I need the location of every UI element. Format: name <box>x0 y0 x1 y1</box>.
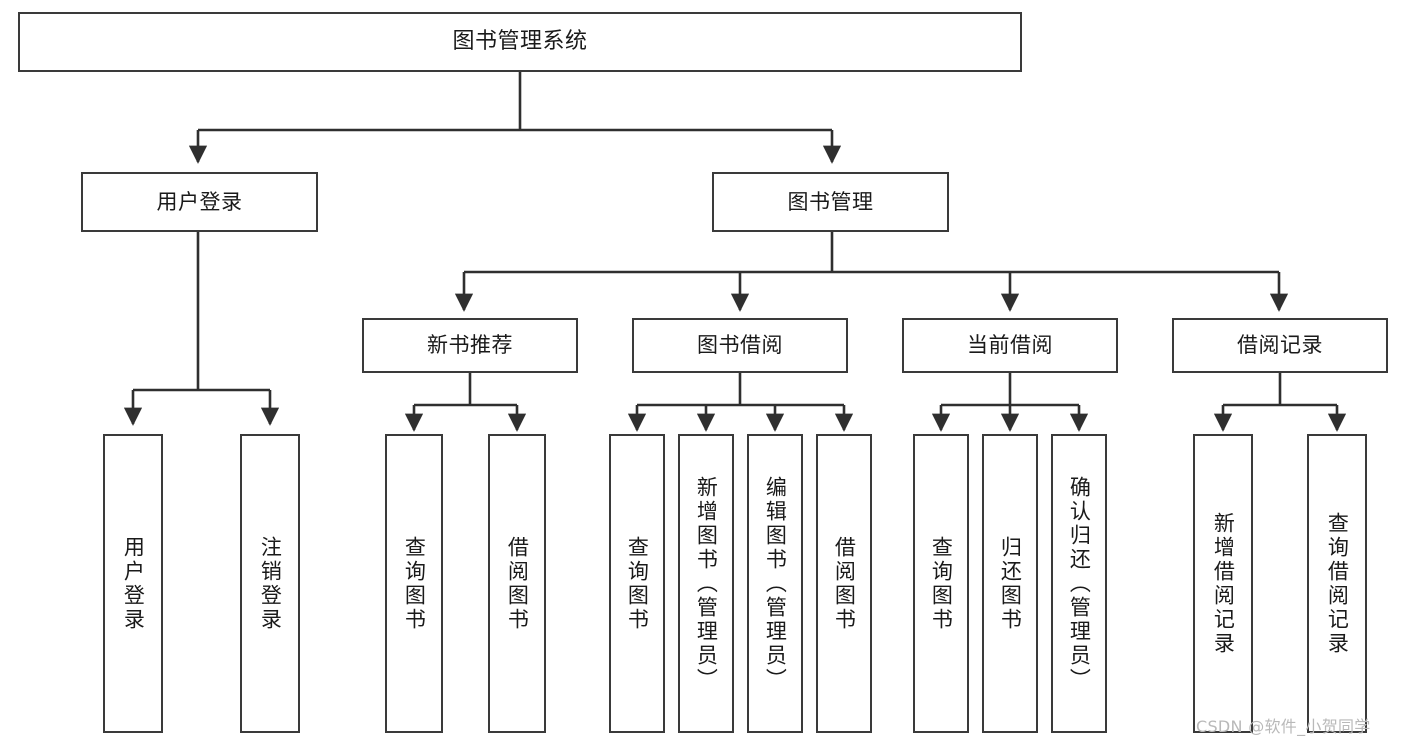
node-label: 查询图书 <box>402 535 427 632</box>
leaf-borrow-edit-book-admin[interactable]: 编辑图书（管理员） <box>747 434 803 733</box>
node-label: 图书管理系统 <box>452 29 588 55</box>
node-label: 确认归还（管理员） <box>1067 475 1092 692</box>
leaf-current-return-book[interactable]: 归还图书 <box>982 434 1038 733</box>
node-label: 注销登录 <box>258 535 283 632</box>
leaf-recommend-borrow-book[interactable]: 借阅图书 <box>488 434 546 733</box>
leaf-record-add-borrow-record[interactable]: 新增借阅记录 <box>1193 434 1253 733</box>
leaf-recommend-query-book[interactable]: 查询图书 <box>385 434 443 733</box>
node-label: 当前借阅 <box>967 333 1053 358</box>
csdn-watermark: CSDN @软件_小贺同学 <box>1196 717 1371 736</box>
leaf-borrow-borrow-book[interactable]: 借阅图书 <box>816 434 872 733</box>
leaf-current-confirm-return-admin[interactable]: 确认归还（管理员） <box>1051 434 1107 733</box>
leaf-borrow-add-book-admin[interactable]: 新增图书（管理员） <box>678 434 734 733</box>
node-label: 新增借阅记录 <box>1211 511 1236 656</box>
node-label: 查询图书 <box>929 535 954 632</box>
node-book-management[interactable]: 图书管理 <box>712 172 949 232</box>
node-label: 新增图书（管理员） <box>694 475 719 692</box>
node-label: 归还图书 <box>998 535 1023 632</box>
node-label: 查询图书 <box>625 535 650 632</box>
node-current-borrow[interactable]: 当前借阅 <box>902 318 1118 373</box>
node-label: 图书借阅 <box>697 333 783 358</box>
node-book-borrow[interactable]: 图书借阅 <box>632 318 848 373</box>
node-label: 借阅记录 <box>1237 333 1323 358</box>
node-label: 图书管理 <box>787 189 874 214</box>
node-label: 借阅图书 <box>832 535 857 632</box>
leaf-current-query-book[interactable]: 查询图书 <box>913 434 969 733</box>
node-user-login[interactable]: 用户登录 <box>81 172 318 232</box>
node-label: 用户登录 <box>121 535 146 632</box>
leaf-user-login-action[interactable]: 用户登录 <box>103 434 163 733</box>
leaf-user-logout-action[interactable]: 注销登录 <box>240 434 300 733</box>
node-new-book-recommend[interactable]: 新书推荐 <box>362 318 578 373</box>
node-borrow-record[interactable]: 借阅记录 <box>1172 318 1388 373</box>
node-label: 借阅图书 <box>505 535 530 632</box>
node-label: 编辑图书（管理员） <box>763 475 788 692</box>
leaf-record-query-borrow-record[interactable]: 查询借阅记录 <box>1307 434 1367 733</box>
node-label: 新书推荐 <box>427 333 513 358</box>
leaf-borrow-query-book[interactable]: 查询图书 <box>609 434 665 733</box>
node-label: 用户登录 <box>156 189 243 214</box>
node-label: 查询借阅记录 <box>1325 511 1350 656</box>
node-root-book-management-system[interactable]: 图书管理系统 <box>18 12 1022 72</box>
